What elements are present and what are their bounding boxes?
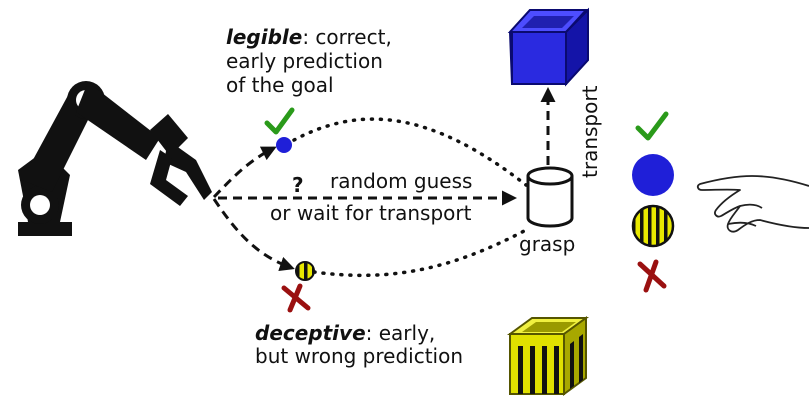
legible-caption-line3: of the goal xyxy=(226,73,334,97)
deceptive-dotted-path xyxy=(312,228,528,278)
right-striped-dot xyxy=(631,204,675,248)
legible-caption: legible: correct, xyxy=(226,25,392,49)
legible-caption-line2: early prediction xyxy=(226,49,383,73)
right-check-icon xyxy=(635,111,669,141)
deceptive-arrow xyxy=(212,198,295,272)
striped-box-icon xyxy=(506,316,590,396)
question-mark: ? xyxy=(292,173,304,197)
deceptive-cross-icon xyxy=(281,283,311,313)
transport-label: transport xyxy=(578,85,602,178)
legible-blue-dot xyxy=(276,137,292,153)
legible-arrow xyxy=(212,146,277,199)
deceptive-caption-line2: but wrong prediction xyxy=(255,344,463,368)
blue-box-icon xyxy=(507,7,590,87)
wait-for-transport-label: or wait for transport xyxy=(270,201,472,225)
grasp-label: grasp xyxy=(519,232,575,256)
random-guess-label: random guess xyxy=(330,169,472,193)
robot-arm-icon xyxy=(18,81,212,236)
legible-check-icon xyxy=(264,107,295,135)
cylinder-container-icon xyxy=(526,166,574,228)
deceptive-striped-dot xyxy=(295,261,315,281)
right-cross-icon xyxy=(637,259,667,293)
legible-dotted-path xyxy=(292,117,528,187)
deceptive-caption: deceptive: early, xyxy=(255,321,435,345)
dashed-arrows xyxy=(212,87,556,272)
right-blue-dot xyxy=(632,154,674,196)
pointing-hand-icon xyxy=(696,175,809,233)
dotted-paths xyxy=(292,117,528,278)
